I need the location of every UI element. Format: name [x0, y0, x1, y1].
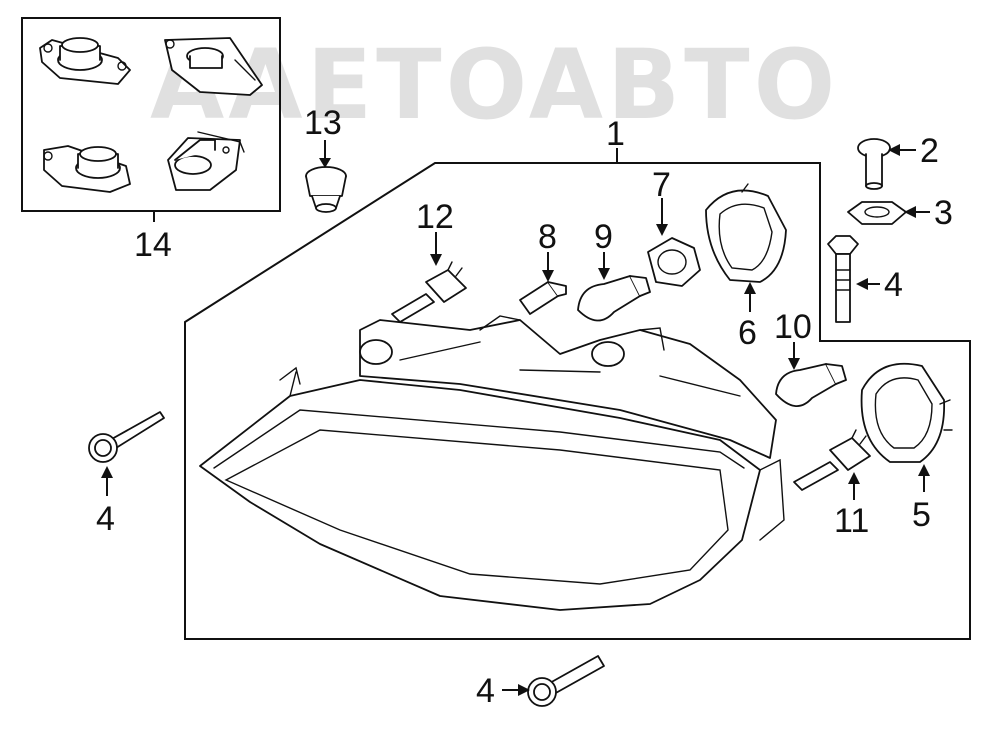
callout-9: 9 [594, 218, 613, 256]
callout-5: 5 [912, 496, 931, 534]
callout-8: 8 [538, 218, 557, 256]
callout-12: 12 [416, 198, 454, 236]
callout-11: 11 [834, 502, 869, 540]
callout-1: 1 [606, 115, 625, 153]
bulb-h7-upper-part [391, 261, 467, 323]
screw-part [857, 138, 891, 190]
cover-cap-upper-part [705, 183, 787, 283]
washer-part [847, 201, 907, 225]
callout-4-bolt-left: 4 [96, 500, 115, 538]
bracket-top-right [164, 37, 263, 96]
bolt-bottom-part [527, 655, 605, 707]
bulb-small-part [519, 281, 567, 315]
callout-4-bolt-bottom: 4 [476, 672, 495, 710]
bracket-bottom-right [167, 131, 245, 191]
bulb-amber-lower-part [775, 363, 847, 407]
callout-3: 3 [934, 194, 953, 232]
grommet-part [305, 166, 347, 213]
bracket-kit-parts [39, 37, 263, 193]
svg-text:AAETOABTO: AAETOABTO [150, 29, 839, 141]
bulb-h7-lower-part [793, 429, 871, 491]
callout-7: 7 [652, 166, 671, 204]
callout-2: 2 [920, 132, 939, 170]
bolt-right-part [827, 235, 859, 323]
callout-6: 6 [738, 314, 757, 352]
watermark-logo: AAETOABTO [150, 29, 839, 141]
cover-cap-lower-part [860, 362, 953, 463]
bracket-top-left [39, 37, 131, 85]
callout-13: 13 [304, 104, 342, 142]
headlamp-assembly [199, 315, 785, 611]
bulb-amber-part [577, 275, 651, 322]
callout-10: 10 [774, 308, 812, 346]
callout-14: 14 [134, 226, 172, 264]
brackets-kit-box [21, 17, 281, 212]
bulb-socket-part [647, 237, 701, 287]
bracket-bottom-left [43, 145, 131, 193]
leader-lines [101, 140, 930, 696]
bolt-left-part [88, 411, 165, 463]
callout-4-bolt-right: 4 [884, 266, 903, 304]
headlamp-assembly-frame [184, 162, 971, 640]
